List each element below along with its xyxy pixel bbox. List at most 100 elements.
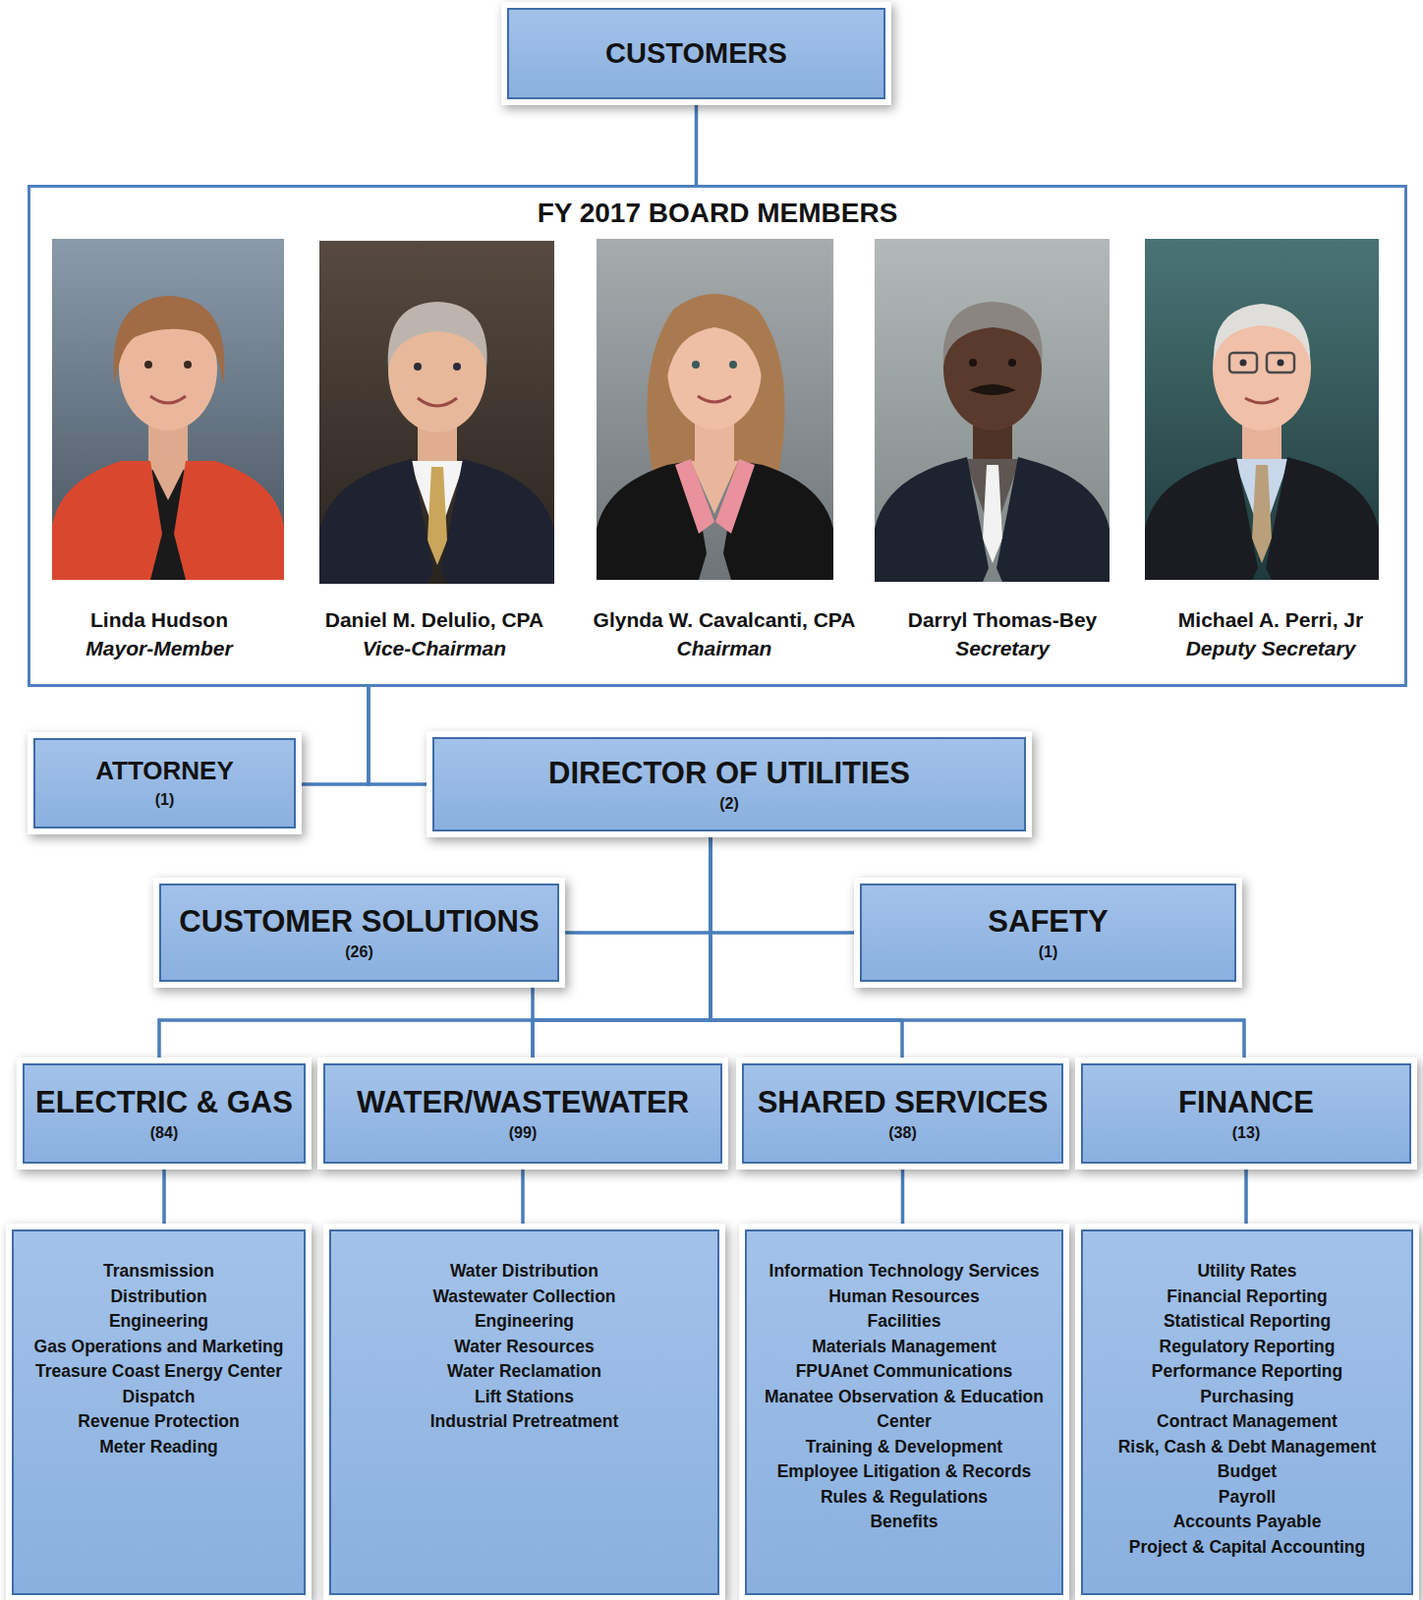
headcount: (84) xyxy=(150,1123,178,1142)
collar xyxy=(675,458,715,534)
duty-item: Contract Management xyxy=(1156,1409,1338,1435)
connector xyxy=(901,1163,906,1230)
duty-item: Water Resources xyxy=(454,1334,594,1361)
connector xyxy=(710,831,1245,1064)
duty-item: Wastewater Collection xyxy=(432,1284,616,1310)
duty-item: Payroll xyxy=(1218,1484,1276,1511)
division-box: WATER/WASTEWATER (99) xyxy=(323,1063,723,1164)
tie xyxy=(982,464,1003,564)
top-box: CUSTOMERS xyxy=(507,7,886,100)
connector xyxy=(162,1163,167,1230)
jacket xyxy=(173,460,285,580)
member-role: Vice-Chairman xyxy=(362,636,507,661)
duty-list: Water DistributionWastewater CollectionE… xyxy=(329,1229,720,1595)
eye xyxy=(1277,359,1285,367)
eye xyxy=(183,360,192,369)
glasses xyxy=(1266,352,1295,373)
eye xyxy=(968,358,977,367)
eye xyxy=(453,362,461,371)
mouth xyxy=(697,396,732,402)
member-name: Linda Hudson xyxy=(90,608,228,632)
photo-ground xyxy=(52,238,285,580)
duty-item: Manatee Observation & Education Center xyxy=(754,1384,1054,1435)
member-name: Darryl Thomas-Bey xyxy=(908,608,1098,632)
box-title: CUSTOMER SOLUTIONS xyxy=(178,904,539,940)
division-box: SHARED SERVICES(38) xyxy=(741,1063,1064,1164)
jacket xyxy=(52,460,163,580)
duty-item: Benefits xyxy=(869,1509,938,1536)
duty-list: TransmissionDistributionEngineeringGas O… xyxy=(11,1229,306,1595)
hair xyxy=(667,303,762,377)
duty-item: Human Resources xyxy=(828,1284,980,1310)
duty-list: Information Technology ServicesHuman Res… xyxy=(744,1229,1064,1595)
portrait-photo xyxy=(596,238,834,580)
connector xyxy=(295,686,369,785)
duty-item: Engineering xyxy=(474,1309,574,1335)
connector xyxy=(368,686,433,785)
photo-ground xyxy=(596,238,834,580)
tie xyxy=(427,466,448,566)
eye xyxy=(691,360,700,369)
tie xyxy=(1252,464,1272,564)
duty-item: Financial Reporting xyxy=(1166,1284,1327,1310)
connector xyxy=(1244,1163,1249,1230)
duty-item: Facilities xyxy=(867,1309,942,1335)
connector xyxy=(520,1163,525,1230)
duty-item: Information Technology Services xyxy=(769,1258,1040,1285)
duty-item: Utility Rates xyxy=(1196,1258,1297,1285)
headcount: (38) xyxy=(888,1123,916,1142)
glasses xyxy=(1229,352,1257,373)
hair xyxy=(943,301,1043,365)
duty-item: Transmission xyxy=(103,1258,215,1285)
eye xyxy=(1008,358,1017,367)
connector xyxy=(530,981,535,1064)
member-role: Secretary xyxy=(955,636,1050,661)
member-role: Chairman xyxy=(677,636,773,661)
duty-item: Materials Management xyxy=(811,1334,997,1361)
suit xyxy=(1265,456,1379,580)
headcount: (99) xyxy=(509,1123,537,1142)
mouth xyxy=(150,396,186,403)
box-title: FINANCE xyxy=(1178,1084,1314,1121)
eye xyxy=(144,360,153,369)
headcount: (1) xyxy=(155,790,175,809)
portrait-photo xyxy=(52,238,285,580)
office-box: ATTORNEY (1) xyxy=(33,738,296,829)
connector xyxy=(159,831,711,1064)
duty-item: Statistical Reporting xyxy=(1163,1309,1331,1335)
box-title: WATER/WASTEWATER xyxy=(356,1084,689,1121)
photo-ground xyxy=(874,238,1110,582)
duty-item: Employee Litigation & Records xyxy=(777,1459,1032,1485)
duty-item: Lift Stations xyxy=(474,1384,574,1411)
division-box: ELECTRIC & GAS(84) xyxy=(22,1063,306,1164)
duty-item: Gas Operations and Marketing xyxy=(34,1334,285,1361)
member-role: Mayor-Member xyxy=(85,636,232,661)
mouth xyxy=(417,398,457,406)
duty-item: Purchasing xyxy=(1199,1384,1294,1411)
duty-list: Utility RatesFinancial ReportingStatisti… xyxy=(1081,1229,1414,1595)
duty-item: Industrial Pretreatment xyxy=(430,1409,620,1435)
duty-item: Accounts Payable xyxy=(1173,1509,1322,1536)
duty-item: Regulatory Reporting xyxy=(1159,1334,1336,1361)
box-title: ATTORNEY xyxy=(95,756,234,787)
box-title: SAFETY xyxy=(987,904,1108,940)
duty-item: Revenue Protection xyxy=(77,1409,239,1435)
headcount: (26) xyxy=(344,942,373,962)
photo-ground xyxy=(319,240,555,584)
connector xyxy=(532,831,711,1064)
duty-item: Dispatch xyxy=(122,1384,196,1411)
suit xyxy=(319,458,434,584)
eye xyxy=(729,360,738,369)
duty-item: Distribution xyxy=(110,1284,207,1310)
eye xyxy=(413,362,422,371)
duty-item: Rules & Regulations xyxy=(820,1484,988,1511)
hair xyxy=(113,295,226,387)
eye xyxy=(1240,359,1248,367)
portrait-photo xyxy=(874,238,1110,582)
duty-item: Training & Development xyxy=(805,1434,1003,1461)
connector xyxy=(710,831,860,933)
duty-item: Meter Reading xyxy=(99,1434,219,1461)
connector xyxy=(694,99,699,185)
connector xyxy=(559,831,711,933)
